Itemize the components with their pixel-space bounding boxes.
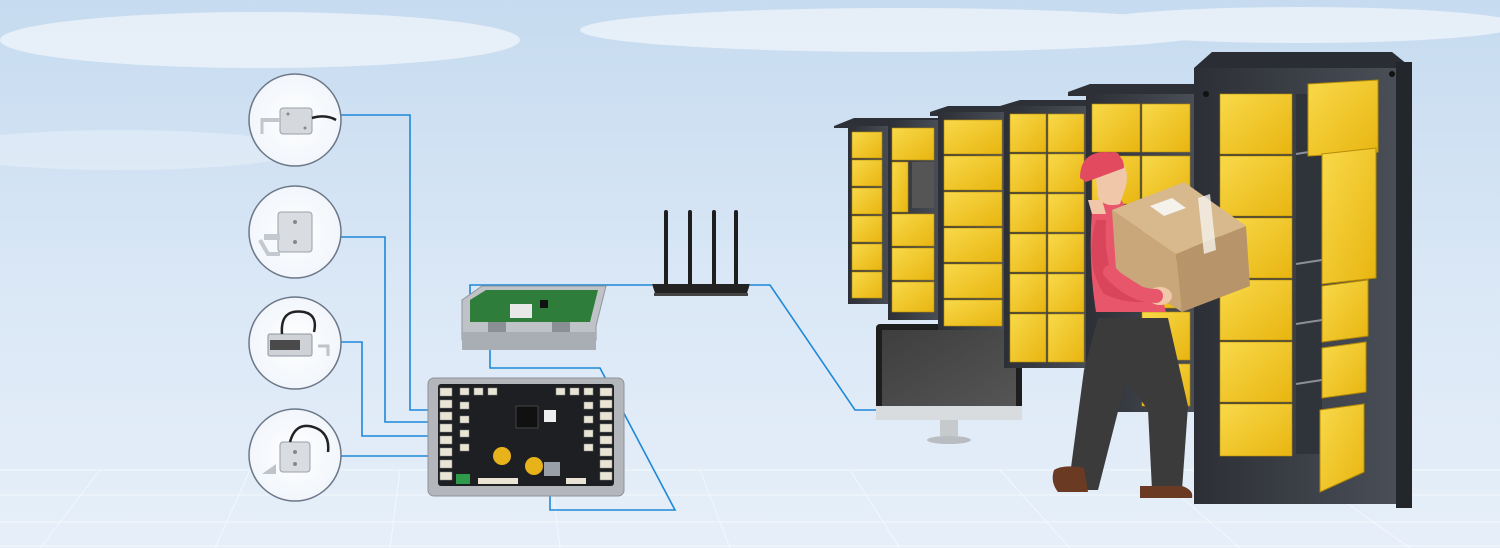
electronic-lock-1-icon (248, 73, 342, 167)
computer-monitor-icon (876, 324, 1022, 444)
delivery-courier-icon (1052, 152, 1250, 498)
parcel-locker-cabinet-icon (834, 52, 1412, 508)
wifi-router-icon (652, 210, 750, 296)
connection-wires (340, 114, 878, 511)
electronic-lock-3-icon (248, 296, 342, 390)
electronic-lock-2-icon (248, 185, 342, 279)
clouds (0, 7, 1500, 170)
electronic-lock-4-icon (248, 408, 342, 502)
network-control-board-icon (461, 285, 607, 350)
lock-control-board-icon (427, 377, 625, 497)
